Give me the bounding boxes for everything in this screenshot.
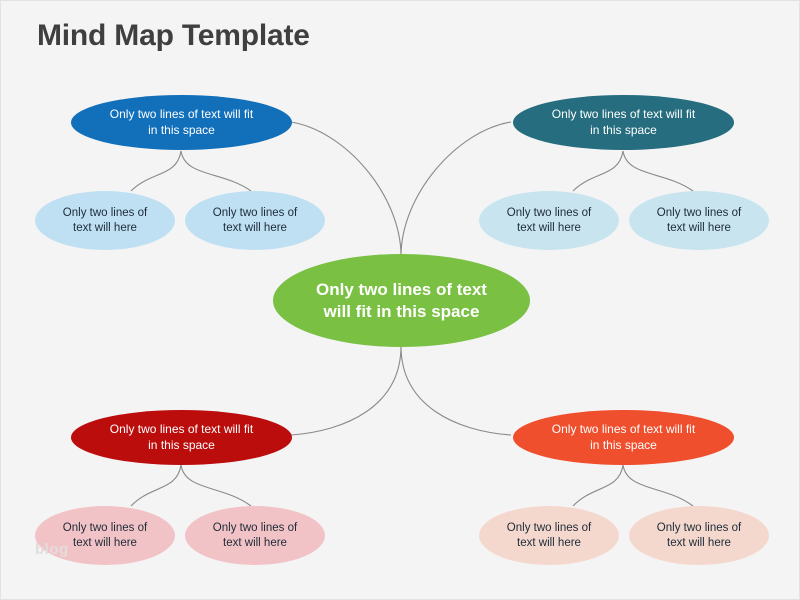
watermark: blog [35,541,69,558]
branch-node-bottom-left-label: Only two lines of text will fit in this … [109,422,254,452]
center-node[interactable]: Only two lines of text will fit in this … [273,254,530,347]
center-node-label: Only two lines of text will fit in this … [316,279,487,321]
branch-node-top-right[interactable]: Only two lines of text will fit in this … [513,95,734,150]
branch-node-bottom-left[interactable]: Only two lines of text will fit in this … [71,410,292,465]
branch-node-top-left-label: Only two lines of text will fit in this … [109,107,254,137]
connector-center-bottom-right [400,345,512,436]
leaf-node-bottom-left-2-label: Only two lines of text will here [212,521,298,549]
branch-node-top-left[interactable]: Only two lines of text will fit in this … [71,95,292,150]
leaf-node-bottom-left-1[interactable]: Only two lines of text will here [35,506,175,565]
connector-br-child-1 [572,464,624,507]
connector-tl-child-1 [130,150,182,192]
connector-center-bottom-left [290,345,402,436]
leaf-node-bottom-left-1-label: Only two lines of text will here [62,521,148,549]
leaf-node-bottom-right-2[interactable]: Only two lines of text will here [629,506,769,565]
leaf-node-top-right-2[interactable]: Only two lines of text will here [629,191,769,250]
leaf-node-bottom-left-2[interactable]: Only two lines of text will here [185,506,325,565]
branch-node-top-right-label: Only two lines of text will fit in this … [551,107,696,137]
connector-tr-child-1 [572,150,624,192]
connector-bl-child-1 [130,464,182,507]
leaf-node-top-right-2-label: Only two lines of text will here [656,206,742,234]
connector-tl-child-2 [180,150,252,192]
branch-node-bottom-right[interactable]: Only two lines of text will fit in this … [513,410,734,465]
leaf-node-bottom-right-1[interactable]: Only two lines of text will here [479,506,619,565]
leaf-node-bottom-right-1-label: Only two lines of text will here [506,521,592,549]
branch-node-bottom-right-label: Only two lines of text will fit in this … [551,422,696,452]
connector-tr-child-2 [622,150,694,192]
page-title: Mind Map Template [37,19,310,52]
leaf-node-top-left-1-label: Only two lines of text will here [62,206,148,234]
connector-br-child-2 [622,464,694,507]
leaf-node-top-left-1[interactable]: Only two lines of text will here [35,191,175,250]
leaf-node-top-right-1-label: Only two lines of text will here [506,206,592,234]
leaf-node-top-left-2[interactable]: Only two lines of text will here [185,191,325,250]
leaf-node-top-right-1[interactable]: Only two lines of text will here [479,191,619,250]
leaf-node-top-left-2-label: Only two lines of text will here [212,206,298,234]
leaf-node-bottom-right-2-label: Only two lines of text will here [656,521,742,549]
connector-bl-child-2 [180,464,252,507]
